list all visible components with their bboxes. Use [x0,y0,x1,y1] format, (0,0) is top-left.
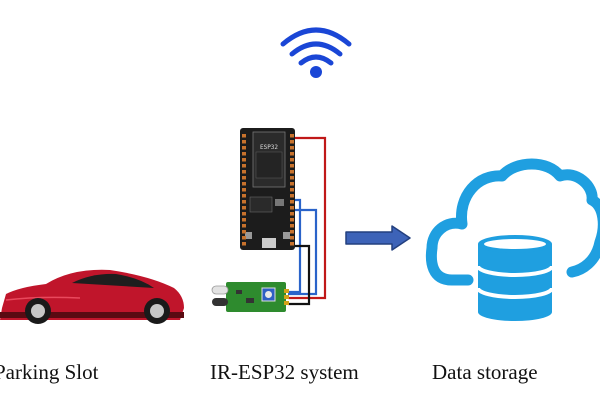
header-pin [242,224,246,228]
pin-header-left [242,134,246,246]
header-pin [290,218,294,222]
header-pin [242,140,246,144]
header-pin [242,200,246,204]
header-pin [242,206,246,210]
header-pin [242,152,246,156]
header-pin [290,164,294,168]
header-pin [242,164,246,168]
header-pin [242,194,246,198]
header-pin [290,152,294,156]
header-pin [242,188,246,192]
header-pin [242,146,246,150]
header-pin [290,146,294,150]
header-pin [290,194,294,198]
header-pin [290,158,294,162]
header-pin [242,182,246,186]
header-pin [290,200,294,204]
header-pin [290,236,294,240]
parking-slot-label: Parking Slot [0,360,99,384]
header-pin [242,230,246,234]
header-pin [242,242,246,246]
header-pin [242,218,246,222]
header-pin [290,242,294,246]
esp32-board-icon: ESP32 [240,128,295,250]
header-pin [242,158,246,162]
header-pin [290,212,294,216]
header-pin [290,140,294,144]
header-pin [242,176,246,180]
header-pin [290,224,294,228]
ir-sensor-icon [211,282,289,312]
ir-esp32-system-label: IR-ESP32 system [210,360,359,384]
car-icon [0,269,184,324]
header-pin [290,206,294,210]
header-pin [290,170,294,174]
cloud-icon [425,158,600,286]
header-pin [290,176,294,180]
header-pin [290,230,294,234]
header-pin [242,134,246,138]
pin-header-right [290,134,294,246]
data-storage-label: Data storage [432,360,538,384]
header-pin [242,170,246,174]
board-marking: ESP32 [260,144,278,151]
header-pin [290,188,294,192]
header-pin [242,212,246,216]
header-pin [290,134,294,138]
wifi-icon [280,27,352,78]
header-pin [290,182,294,186]
arrow-right-icon [345,225,411,251]
database-icon [476,235,554,321]
header-pin [242,236,246,240]
